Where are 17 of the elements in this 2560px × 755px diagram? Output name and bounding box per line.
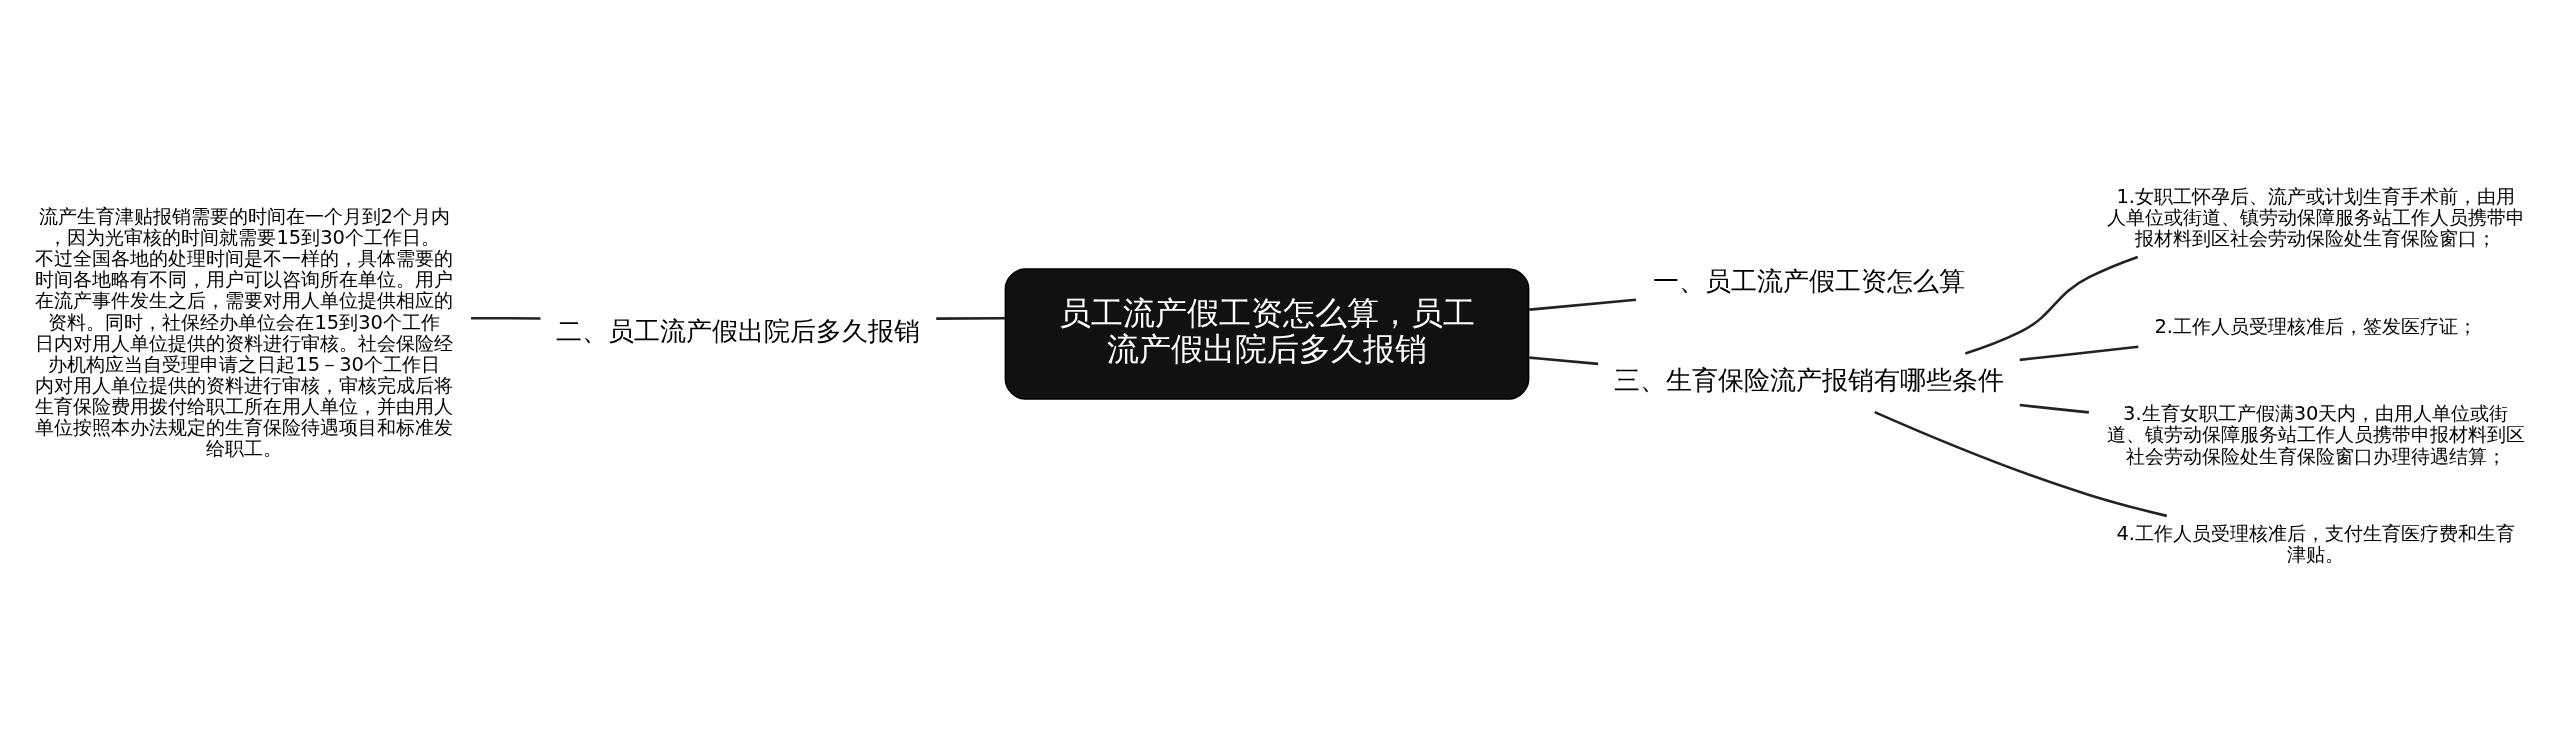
node-text: 1.女职工怀孕后、流产或计划生育手术前，由用人单位或街道、镇劳动保障服务站工作人员携带申报材料到区社会劳动保险处生育保险窗口； [2106,184,2525,250]
connector [936,316,1006,320]
connector [2019,345,2139,362]
node-text: 三、生育保险流产报销有哪些条件 [1613,364,2004,395]
node-box: 员工流产假工资怎么算，员工流产假出院后多久报销 [1004,268,1530,400]
node-text: 二、员工流产假出院后多久报销 [556,316,921,347]
connector [1874,410,2168,518]
connector [471,316,541,320]
connector [2019,403,2089,414]
connector [1529,356,1599,366]
connector [1529,298,1637,311]
node-text: 4.工作人员受理核准后，支付生育医疗费和生育津贴。 [2116,521,2516,566]
node-text: 3.生育女职工产假满30天内，由用人单位或街道、镇劳动保障服务站工作人员携带申报材料到区社会劳动保险处生育保险窗口办理待遇结算； [2106,402,2525,468]
connector [1964,255,2139,355]
node-text: 一、员工流产假工资怎么算 [1652,265,1965,296]
node-text: 2.工作人员受理核准后，签发医疗证； [2154,314,2478,338]
node-text: 流产生育津贴报销需要的时间在一个月到2个月内，因为光审核的时间就需要15到30个工作日。不过全国各地的处理时间是不一样的，具体需要的时间各地略有不同，用户可以咨询所在单位。用户在流产事件发生之后，需要对用人单位提供相应的资料。同时，社保经办单位会在15到30个工作日内对用人单位提供的资料进行审核。社会保险经办机构应当自受理申请之日起15－30个工作日内对用人单位提供的资料进行审核，审核完成后将生育保险费用拨付给职工所在用人单位，并由用人单位按照本办法规定的生育保险待遇项目和标准发给职工。 [35,204,454,461]
